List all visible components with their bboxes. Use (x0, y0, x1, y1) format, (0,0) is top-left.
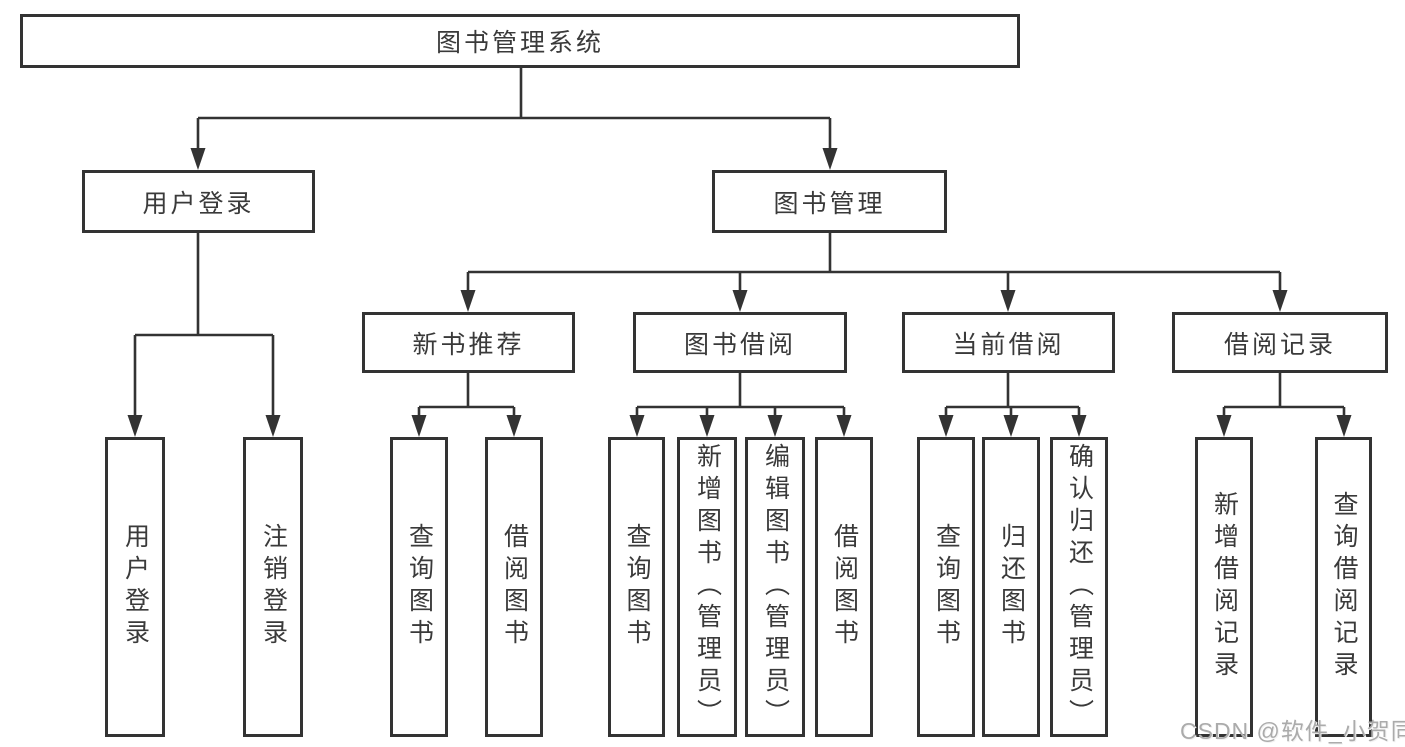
leaf-borrow-book: 借阅图书 (815, 437, 873, 737)
leaf-confirm-return-admin: 确认归还（管理员） (1050, 437, 1108, 737)
node-book-management: 图书管理 (712, 170, 947, 233)
node-root: 图书管理系统 (20, 14, 1020, 68)
node-borrow-records: 借阅记录 (1172, 312, 1388, 373)
watermark: CSDN @软件_小贺同学 (1180, 718, 1405, 744)
node-new-book-recommend: 新书推荐 (362, 312, 575, 373)
leaf-add-book-admin: 新增图书（管理员） (677, 437, 737, 737)
leaf-add-borrow-record: 新增借阅记录 (1195, 437, 1253, 737)
leaf-edit-book-admin: 编辑图书（管理员） (745, 437, 805, 737)
leaf-query-book-current: 查询图书 (917, 437, 975, 737)
node-current-borrow: 当前借阅 (902, 312, 1115, 373)
leaf-query-book-borrow: 查询图书 (608, 437, 665, 737)
node-user-login: 用户登录 (82, 170, 315, 233)
node-book-borrow: 图书借阅 (633, 312, 847, 373)
leaf-borrow-book-newrec: 借阅图书 (485, 437, 543, 737)
leaf-query-borrow-record: 查询借阅记录 (1315, 437, 1372, 737)
leaf-return-book: 归还图书 (982, 437, 1040, 737)
leaf-query-book-newrec: 查询图书 (390, 437, 448, 737)
leaf-logout: 注销登录 (243, 437, 303, 737)
leaf-user-login: 用户登录 (105, 437, 165, 737)
